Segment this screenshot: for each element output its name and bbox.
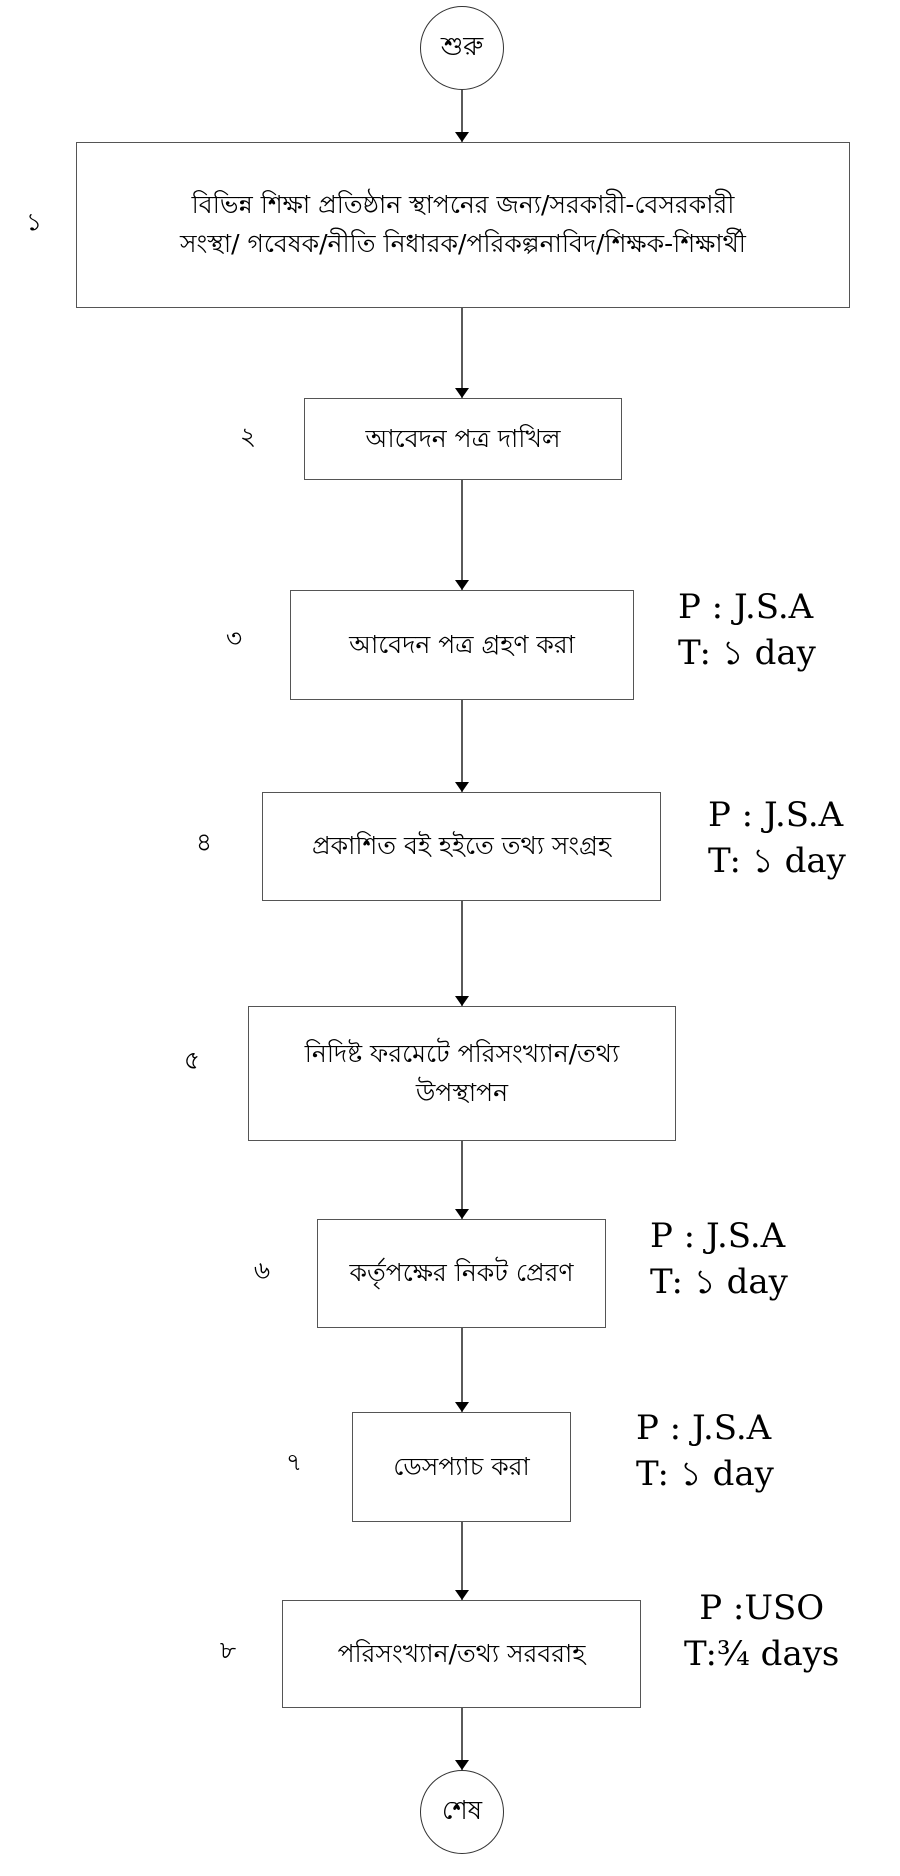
step-8-text: পরিসংখ্যান/তথ্য সরবরাহ xyxy=(337,1638,586,1668)
step-8-box: পরিসংখ্যান/তথ্য সরবরাহ xyxy=(282,1600,641,1708)
step-3-text: আবেদন পত্র গ্রহণ করা xyxy=(349,629,575,659)
step-number: ৬ xyxy=(253,1255,271,1285)
step-number: ৩ xyxy=(225,623,243,653)
start-terminal: শুরু xyxy=(420,6,504,90)
step-5-box: নিদিষ্ট ফরমেটে পরিসংখ্যান/তথ্য উপস্থাপন xyxy=(248,1006,676,1141)
step-number: ৭ xyxy=(285,1447,303,1477)
step-6-text: কর্তৃপক্ষের নিকট প্রেরণ xyxy=(349,1258,574,1288)
step-number: ৪ xyxy=(195,827,213,857)
end-terminal: শেষ xyxy=(420,1770,504,1854)
time: T: ১ day xyxy=(650,1262,788,1302)
step-1-text: বিভিন্ন শিক্ষা প্রতিষ্ঠান স্থাপনের জন্য/… xyxy=(180,190,746,258)
person: P :USO xyxy=(699,1588,825,1628)
step-4-text: প্রকাশিত বই হইতে তথ্য সংগ্রহ xyxy=(311,831,612,861)
step-3-responsibility: P : J.S.A T: ১ day xyxy=(678,584,816,676)
person: P : J.S.A xyxy=(708,795,844,835)
person: P : J.S.A xyxy=(650,1216,786,1256)
step-4-box: প্রকাশিত বই হইতে তথ্য সংগ্রহ xyxy=(262,792,661,901)
step-2-text: আবেদন পত্র দাখিল xyxy=(365,423,561,453)
time: T: ১ day xyxy=(708,841,846,881)
time: T: ১ day xyxy=(678,633,816,673)
step-3-box: আবেদন পত্র গ্রহণ করা xyxy=(290,590,634,700)
person: P : J.S.A xyxy=(636,1408,772,1448)
step-number: ৫ xyxy=(183,1045,201,1075)
person: P : J.S.A xyxy=(678,587,814,627)
step-5-text: নিদিষ্ট ফরমেটে পরিসংখ্যান/তথ্য উপস্থাপন xyxy=(304,1038,620,1107)
step-8-responsibility: P :USO T:¾ days xyxy=(684,1585,839,1677)
step-4-responsibility: P : J.S.A T: ১ day xyxy=(708,792,846,884)
step-number: ৮ xyxy=(219,1635,237,1665)
step-number: ১ xyxy=(25,207,43,237)
step-number: ২ xyxy=(239,421,257,451)
end-label: শেষ xyxy=(441,1796,483,1826)
step-1-box: বিভিন্ন শিক্ষা প্রতিষ্ঠান স্থাপনের জন্য/… xyxy=(76,142,850,308)
time: T:¾ days xyxy=(684,1634,840,1674)
time: T: ১ day xyxy=(636,1454,774,1494)
step-7-text: ডেসপ্যাচ করা xyxy=(393,1451,530,1481)
step-2-box: আবেদন পত্র দাখিল xyxy=(304,398,622,480)
step-6-responsibility: P : J.S.A T: ১ day xyxy=(650,1213,788,1305)
step-6-box: কর্তৃপক্ষের নিকট প্রেরণ xyxy=(317,1219,606,1328)
start-label: শুরু xyxy=(440,32,484,62)
step-7-responsibility: P : J.S.A T: ১ day xyxy=(636,1405,774,1497)
step-7-box: ডেসপ্যাচ করা xyxy=(352,1412,571,1522)
